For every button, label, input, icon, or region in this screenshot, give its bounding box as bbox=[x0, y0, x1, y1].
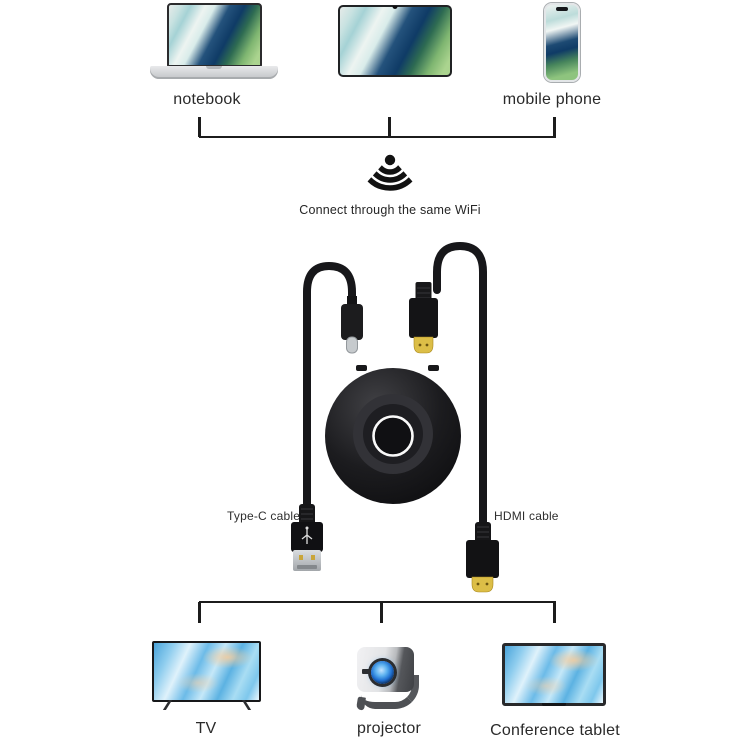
conference-tablet-label: Conference tablet bbox=[490, 722, 620, 739]
tablet-image bbox=[338, 5, 452, 77]
wifi-caption: Connect through the same WiFi bbox=[299, 203, 481, 217]
type-c-cable bbox=[303, 261, 356, 516]
hdmi-cable bbox=[433, 241, 487, 534]
bottom-bracket-tick-left bbox=[198, 602, 201, 623]
mobile-phone-image bbox=[544, 3, 580, 82]
phone-camera-cutout bbox=[556, 7, 568, 11]
projector-image bbox=[355, 641, 423, 713]
top-bracket-line bbox=[199, 136, 556, 138]
type-c-cable-label: Type-C cable bbox=[227, 509, 301, 523]
hdmi-connector-bottom bbox=[466, 522, 499, 593]
top-bracket-tick-right bbox=[553, 117, 556, 137]
wifi-icon bbox=[363, 154, 417, 191]
projector-label: projector bbox=[356, 720, 422, 737]
hdmi-connector-top bbox=[409, 282, 438, 354]
tablet-camera-dot bbox=[392, 6, 398, 9]
tv-label: TV bbox=[195, 720, 217, 737]
notebook-label: notebook bbox=[173, 91, 241, 108]
conference-tablet-image bbox=[502, 643, 606, 706]
projector-ir-slot bbox=[362, 669, 370, 674]
projector-lens bbox=[371, 661, 394, 684]
projector-stand-foot bbox=[356, 696, 366, 711]
bottom-bracket-tick-middle bbox=[380, 602, 383, 623]
bottom-bracket-line bbox=[199, 601, 556, 603]
conference-tablet-notch bbox=[542, 703, 566, 706]
tv-image bbox=[152, 641, 261, 710]
notebook-hinge-notch bbox=[206, 66, 222, 69]
wireless-dongle bbox=[325, 365, 461, 504]
type-c-connector bbox=[341, 296, 363, 354]
notebook-base bbox=[150, 66, 278, 79]
top-bracket-tick-middle bbox=[388, 117, 391, 137]
notebook-image bbox=[167, 3, 262, 67]
mobile-phone-label: mobile phone bbox=[502, 91, 602, 108]
top-bracket-tick-left bbox=[198, 117, 201, 137]
projector-body bbox=[357, 647, 414, 692]
usb-a-connector bbox=[291, 504, 323, 571]
projector-stand bbox=[361, 675, 419, 709]
hdmi-cable-label: HDMI cable bbox=[494, 509, 559, 523]
bottom-bracket-tick-right bbox=[553, 602, 556, 623]
